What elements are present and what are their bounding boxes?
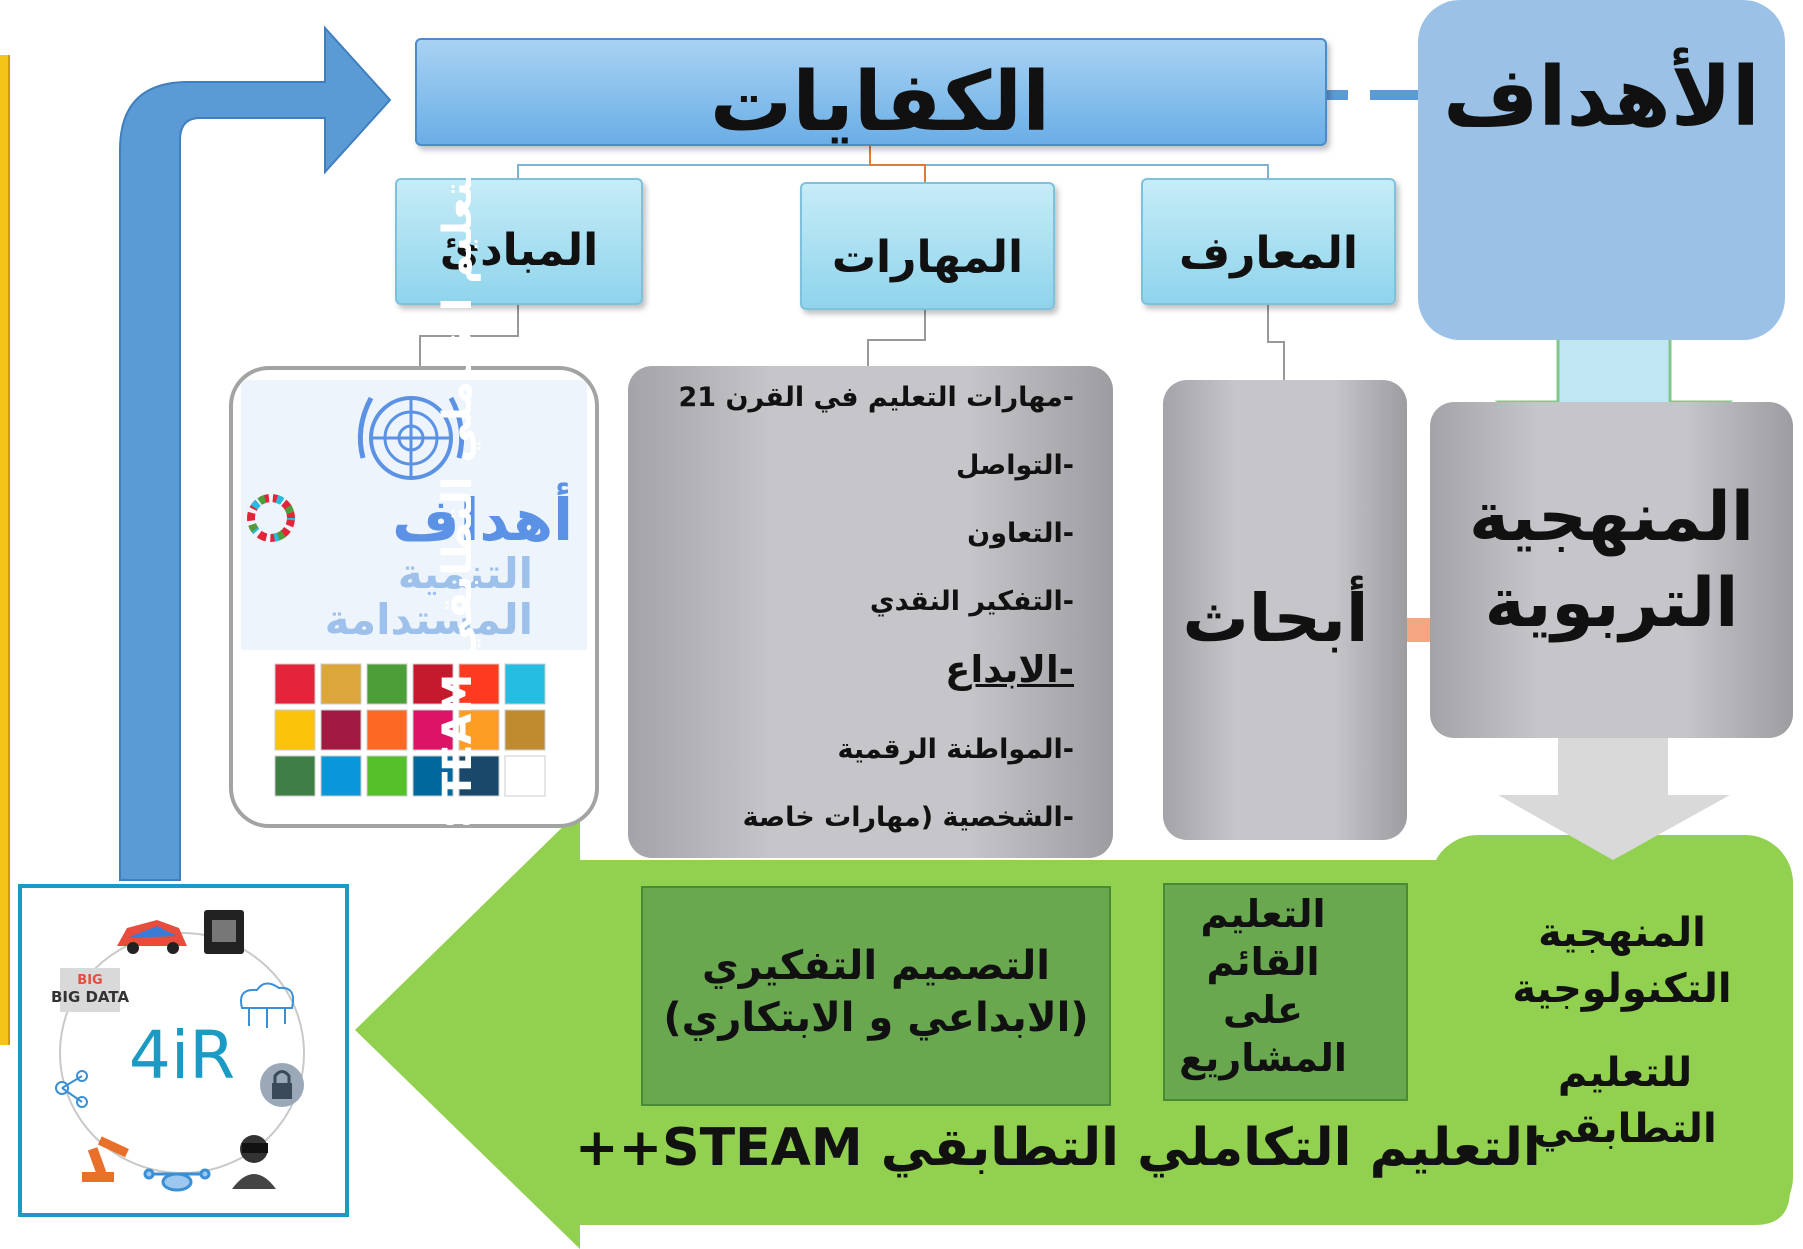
principles-label: المبادئ [439,225,599,276]
list-item: -مهارات التعليم في القرن 21 [678,382,1074,413]
4ir-label: 4iR [129,1017,235,1094]
sdg-tile [412,709,454,751]
sdg-tile [320,755,362,797]
methodology-box [1430,402,1793,738]
sdg-line3: المستدامة [325,595,533,644]
sdg-tile [458,755,500,797]
svg-text:BIG: BIG [77,973,102,988]
tech-methodology-sub: للتعليم التطابقي [1480,1045,1770,1157]
robot-arm-icon [82,1136,129,1182]
project-learning-text: التعليم القائم على المشاريع [1163,890,1363,1082]
sdg-tile [274,663,316,705]
vr-headset-icon [232,1135,276,1189]
skills-label: المهارات [831,232,1024,283]
design-line1: التصميم التفكيري [702,943,1050,989]
tech-line3: للتعليم [1557,1050,1693,1096]
sdg-line1: أهداف [392,482,573,554]
methodology-line2: التربوية [1484,564,1739,643]
competencies-bar [415,38,1327,146]
drone-icon [143,1168,211,1192]
tech-line4: التطابقي [1533,1106,1717,1152]
sdg-tiles-grid [274,663,546,797]
sdg-line2: التنمية [398,549,533,598]
tech-line2: التكنولوجية [1512,966,1732,1012]
skills-content-box [628,366,1113,858]
goals-title: الأهداف [1443,50,1760,145]
4ir-graphic: BIG BIG DATA 4iR [51,910,305,1192]
printer-icon [204,910,244,954]
4ir-box: BIG BIG DATA 4iR [18,884,349,1217]
tech-line1: المنهجية [1538,910,1706,956]
pbl-line3: على [1223,988,1303,1032]
sdg-tile [458,709,500,751]
sdg-tile [366,755,408,797]
methodology-text: المنهجية التربوية [1430,475,1793,647]
sdg-tile [504,755,546,797]
network-icon [55,1070,88,1108]
connector-grey [419,305,1285,380]
sdg-tile [412,663,454,705]
methodology-line1: المنهجية [1468,478,1755,557]
sdg-tile [366,663,408,705]
steam-bottom-label: ++STEAM التعليم التكاملي التطابقي [575,1118,1541,1178]
green-side-block [1430,835,1793,1225]
steam-vertical-label: ++STEAM التعليم التكاملي التطابقي [435,152,481,895]
down-arrow-grey [1498,728,1730,860]
yellow-strip [0,55,10,1045]
design-thinking-box [641,886,1111,1106]
connector-orange [869,146,926,182]
list-item: -المواطنة الرقمية [837,734,1074,765]
knowledge-box [1141,178,1396,305]
competencies-title: الكفايات [709,55,1051,150]
list-item: -التعاون [967,518,1074,549]
sdg-tile [458,663,500,705]
sdg-tile [320,709,362,751]
tech-methodology-text: المنهجية التكنولوجية [1447,905,1797,1017]
skills-list: -مهارات التعليم في القرن 21 -التواصل -ال… [632,378,1074,866]
skills-box [800,182,1055,310]
research-label: أبحاث [1182,580,1369,657]
un-emblem-icon [357,396,465,480]
principles-box [395,178,643,305]
research-box [1163,380,1407,840]
connector-lines [517,146,1269,178]
sdg-graphic: أهداف التنمية المستدامة [241,380,587,797]
list-item: -الشخصية (مهارات خاصة [742,802,1074,833]
sdg-tile [274,709,316,751]
sdg-tile [412,755,454,797]
knowledge-label: المعارف [1179,228,1358,279]
blue-curved-arrow [119,25,392,881]
lock-icon [260,1063,304,1107]
list-item: -التفكير النقدي [869,586,1074,617]
sdg-tile [504,709,546,751]
cloud-network-icon [240,982,295,1028]
pbl-line4: المشاريع [1179,1036,1347,1080]
sdg-tile [320,663,362,705]
sdg-box: أهداف التنمية المستدامة [229,366,599,828]
big-data-label: BIG DATA [51,988,130,1006]
list-item: -الابداع [945,648,1074,691]
pbl-line1: التعليم [1200,892,1326,936]
design-thinking-text: التصميم التفكيري (الابداعي و الابتكاري) [641,940,1111,1044]
sdg-tile [504,663,546,705]
goals-box [1418,0,1785,340]
list-item: -التواصل [956,450,1074,481]
sdg-tile [274,755,316,797]
sdg-tile [366,709,408,751]
car-icon [117,920,187,954]
pbl-line2: القائم [1206,940,1320,984]
project-learning-box [1163,883,1408,1101]
sdg-wheel-icon [247,494,295,542]
big-data-icon: BIG BIG DATA [51,968,130,1012]
design-line2: (الابداعي و الابتكاري) [663,995,1089,1041]
